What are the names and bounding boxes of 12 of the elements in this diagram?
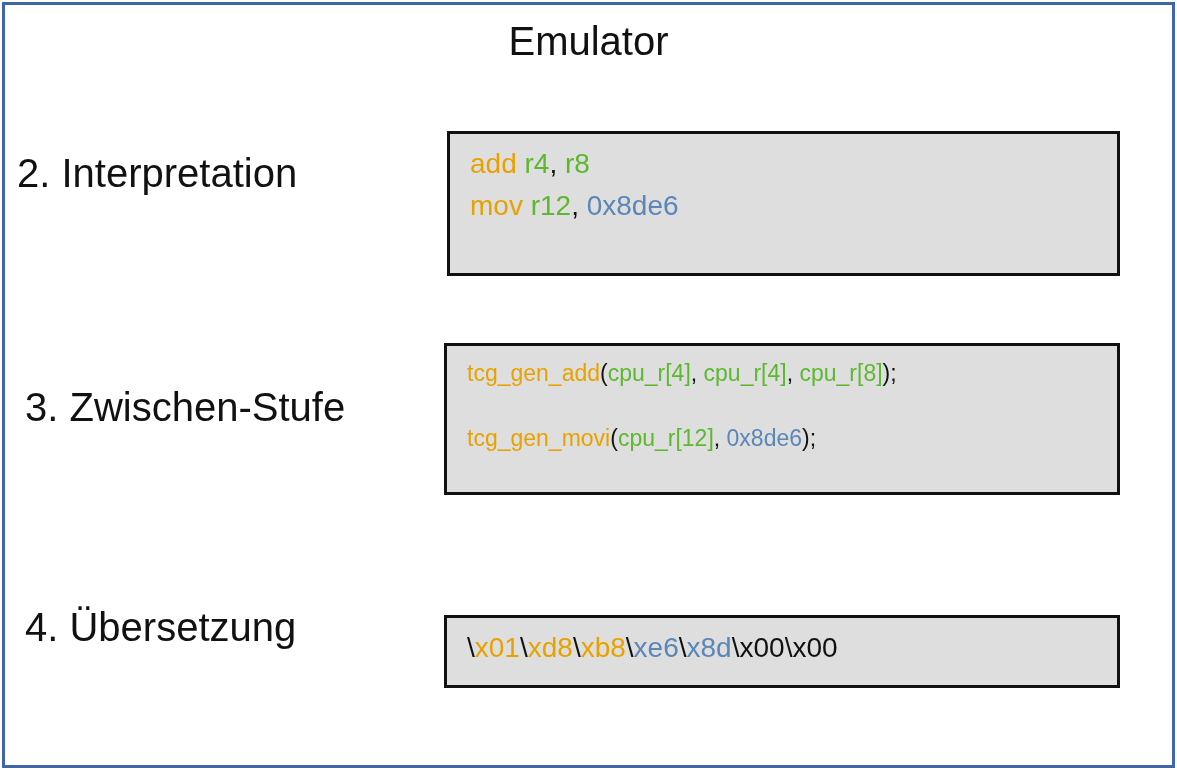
stage-label: 3. Zwischen-Stufe: [25, 385, 346, 430]
code-line: tcg_gen_movi(cpu_r[12], 0x8de6);: [467, 425, 818, 452]
stage-label: 4. Übersetzung: [25, 605, 297, 650]
code-line: \x01\xd8\xb8\xe6\x8d\x00\x00: [467, 632, 839, 664]
code-line: add r4, r8: [470, 148, 591, 180]
stage-label: 2. Interpretation: [17, 151, 298, 196]
code-box: [447, 131, 1120, 276]
frame-title: Emulator: [507, 19, 670, 64]
code-box: [444, 343, 1120, 495]
code-line: tcg_gen_add(cpu_r[4], cpu_r[4], cpu_r[8]);: [467, 360, 898, 387]
code-line: mov r12, 0x8de6: [470, 190, 680, 222]
code-box: [444, 615, 1120, 688]
